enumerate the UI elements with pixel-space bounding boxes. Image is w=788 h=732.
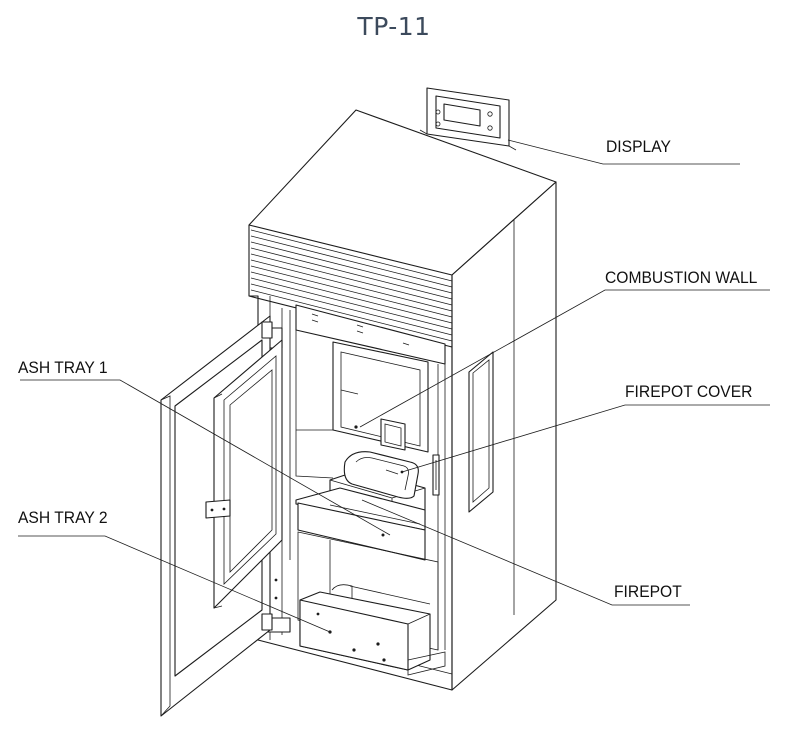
label-firepot: FIREPOT <box>614 582 682 601</box>
label-display: DISPLAY <box>606 137 671 156</box>
leader-firepot-cover <box>401 404 770 473</box>
leader-lines <box>18 139 770 633</box>
display-panel <box>419 87 517 151</box>
label-ash-tray-1: ASH TRAY 1 <box>18 358 108 377</box>
firebox-interior <box>295 304 446 650</box>
label-firepot-cover: FIREPOT COVER <box>625 382 753 401</box>
leader-ash-tray-2 <box>18 535 331 633</box>
lower-compartment <box>297 531 446 676</box>
leader-ash-tray-1 <box>20 379 391 536</box>
ash-tray-1 <box>295 487 426 561</box>
stove-cabinet <box>248 109 557 691</box>
side-window <box>468 351 494 513</box>
leader-combustion-wall <box>359 289 770 428</box>
leader-display <box>507 139 740 165</box>
label-ash-tray-2: ASH TRAY 2 <box>18 508 108 527</box>
open-door <box>160 315 283 717</box>
diagram-title: TP-11 <box>357 12 431 41</box>
leader-firepot <box>361 499 690 606</box>
label-combustion-wall: COMBUSTION WALL <box>605 268 758 287</box>
